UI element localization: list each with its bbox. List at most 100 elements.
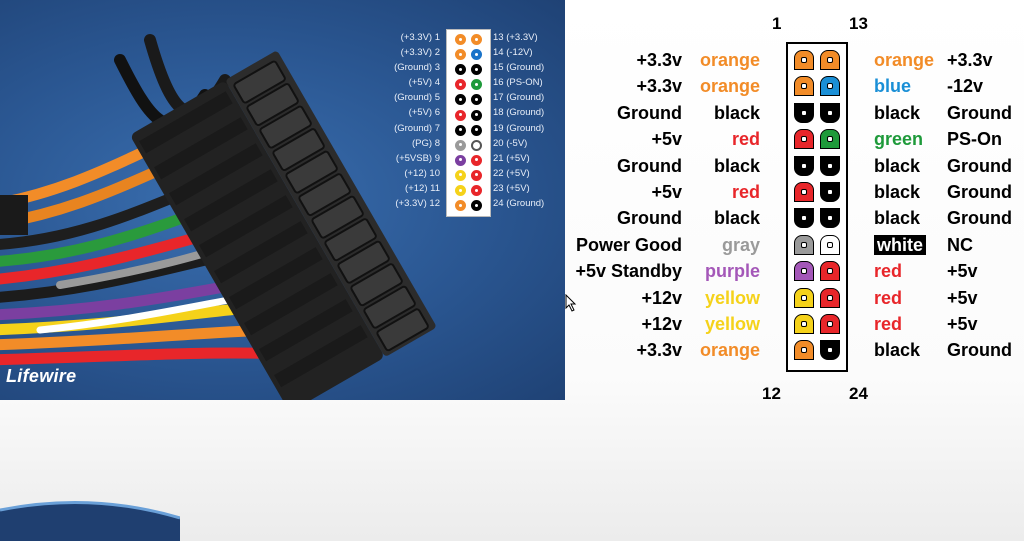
mini-pin-right <box>471 169 482 181</box>
pin-signal-left: +3.3v <box>636 50 682 70</box>
pin-color-left: black <box>713 155 760 176</box>
pin-right <box>820 314 840 334</box>
mini-legend-right-row: 22 (+5V) <box>493 167 530 179</box>
pin-signal-left: +3.3v <box>636 340 682 361</box>
mini-pin-left <box>455 154 466 166</box>
mini-legend-right-row: 24 (Ground) <box>493 198 545 210</box>
pin-hole <box>801 162 807 169</box>
pin-left <box>794 76 814 97</box>
pin-hole <box>827 321 833 327</box>
mini-pin-left <box>455 139 466 151</box>
pin-color-right: black <box>874 208 921 229</box>
mini-pin-left <box>455 124 466 136</box>
mini-legend-left-row: (+5V) 6 <box>408 107 440 119</box>
mini-legend-left-row: (+5V) 4 <box>408 77 440 89</box>
pin-color-left: red <box>731 129 760 150</box>
pin-right <box>820 261 840 282</box>
pin-color-right: red <box>874 287 903 308</box>
mini-legend-right-row: 13 (+3.3V) <box>493 32 538 43</box>
mini-pin-right <box>471 34 482 45</box>
pin-hole <box>827 294 833 301</box>
pin-color-right: red <box>874 314 903 334</box>
pin-hole <box>827 215 833 222</box>
mini-pin-right <box>471 139 482 151</box>
pin-right <box>820 102 840 123</box>
pin-right <box>820 208 840 229</box>
pin-signal-right: +5v <box>947 287 978 308</box>
decorative-swoosh <box>0 500 180 541</box>
pin-signal-right: Ground <box>947 102 1012 123</box>
pin-left <box>794 129 814 150</box>
pin-left <box>794 261 814 282</box>
mini-pin-left <box>455 109 466 121</box>
pin-signal-left: Power Good <box>575 234 682 255</box>
mini-legend-left-row: (+3.3V) 12 <box>395 198 440 210</box>
pin-hole <box>801 215 807 222</box>
pin-hole <box>827 136 833 143</box>
pin-right <box>820 182 840 202</box>
pin-right <box>820 340 840 361</box>
pin-signal-right: +5v <box>947 314 978 334</box>
pin-color-right: blue <box>874 76 912 97</box>
pin-signal-left: +5v <box>651 182 682 202</box>
mini-legend-right-row: 19 (Ground) <box>493 122 545 134</box>
mini-legend-left-row: (+12) 11 <box>405 182 440 194</box>
pin-left <box>794 50 814 70</box>
pin-left <box>794 208 814 229</box>
pin-hole <box>827 162 833 169</box>
mini-legend-right-row: 17 (Ground) <box>493 92 545 104</box>
pin-hole <box>827 109 833 116</box>
pin-color-right: black <box>874 182 921 202</box>
pin-color-left: orange <box>699 50 760 70</box>
mini-legend-right-row: 15 (Ground) <box>493 62 545 74</box>
mini-legend-right-row: 23 (+5V) <box>493 182 530 194</box>
pin-color-right: white <box>874 234 927 255</box>
pin-signal-left: +12v <box>641 314 682 334</box>
pin-signal-right: +3.3v <box>947 50 993 70</box>
pin-color-right: black <box>874 102 921 123</box>
pin-left <box>794 314 814 334</box>
brand-logo: Lifewire <box>6 366 77 386</box>
mini-pin-left <box>455 64 466 76</box>
mini-pin-right <box>471 185 482 196</box>
mini-legend-right-row: 20 (-5V) <box>493 137 528 149</box>
mini-legend-right-row: 21 (+5V) <box>493 152 530 164</box>
mini-legend-left-row: (+3.3V) 1 <box>400 32 440 43</box>
pin-right <box>820 50 840 70</box>
pin-hole <box>801 189 807 195</box>
pin-signal-right: Ground <box>947 155 1012 176</box>
mini-pin-left <box>455 94 466 106</box>
mini-connector <box>446 29 491 217</box>
pin-color-left: black <box>713 102 760 123</box>
pin-hole <box>827 268 833 275</box>
pin-hole <box>827 241 833 248</box>
pin-hole <box>801 294 807 301</box>
mini-legend-left-row: (Ground) 5 <box>394 92 440 104</box>
mini-pin-right <box>471 154 482 166</box>
pin-color-right: black <box>874 155 921 176</box>
pin-hole <box>801 57 807 63</box>
mini-pin-right <box>471 49 482 61</box>
pin-signal-left: +5v <box>651 129 682 150</box>
pin-hole <box>801 109 807 116</box>
mini-pin-left <box>455 200 466 212</box>
mini-pin-left <box>455 34 466 45</box>
pin-hole <box>827 83 833 90</box>
connector-illustration <box>0 34 436 400</box>
pin-hole <box>827 347 833 354</box>
mini-pin-left <box>455 185 466 196</box>
pin-number-bottom-left: 12 <box>762 384 781 403</box>
pin-hole <box>801 347 807 354</box>
pin-number-top-right: 13 <box>849 14 868 33</box>
pin-right <box>820 76 840 97</box>
pin-signal-left: Ground <box>617 155 682 176</box>
pin-color-left: yellow <box>704 287 760 308</box>
pin-left <box>794 340 814 361</box>
mini-legend-right-row: 16 (PS-ON) <box>493 77 543 89</box>
pin-signal-right: Ground <box>947 208 1012 229</box>
pin-left <box>794 155 814 176</box>
pin-signal-left: +5v Standby <box>575 261 682 282</box>
pin-right <box>820 287 840 308</box>
mini-pin-right <box>471 124 482 136</box>
pin-color-left: purple <box>704 261 760 282</box>
